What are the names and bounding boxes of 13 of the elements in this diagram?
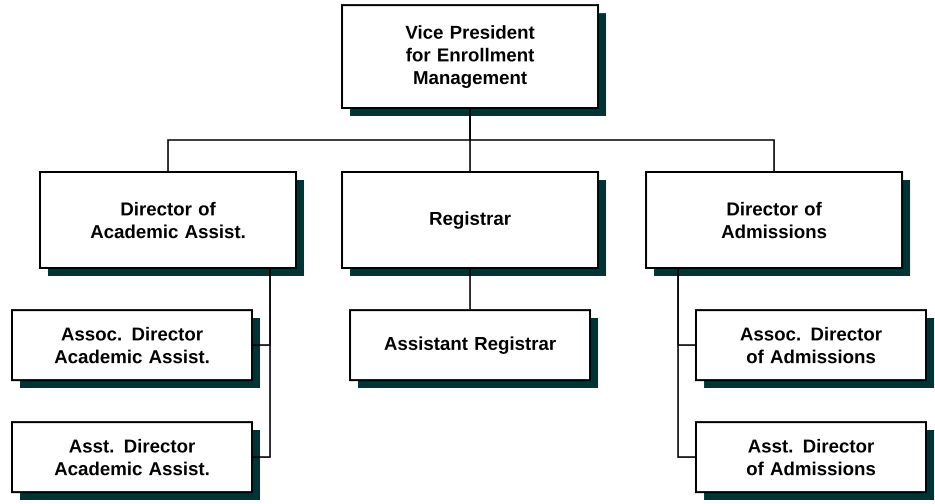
org-box: Assoc. Director Academic Assist. [11,309,260,388]
org-box: Vice President for Enrollment Management [341,4,606,116]
org-box: Asst. Director of Admissions [695,421,934,500]
connector-line [253,268,271,458]
org-box: Asst. Director Academic Assist. [11,421,260,500]
org-box: Director of Admissions [645,171,910,276]
org-box: Assistant Registrar [349,309,598,388]
org-box: Assoc. Director of Admissions [695,309,934,388]
connector-line [677,268,695,458]
connector-line [469,109,775,171]
org-box: Director of Academic Assist. [39,171,304,276]
org-box: Registrar [341,171,606,276]
connector-line [469,269,471,310]
